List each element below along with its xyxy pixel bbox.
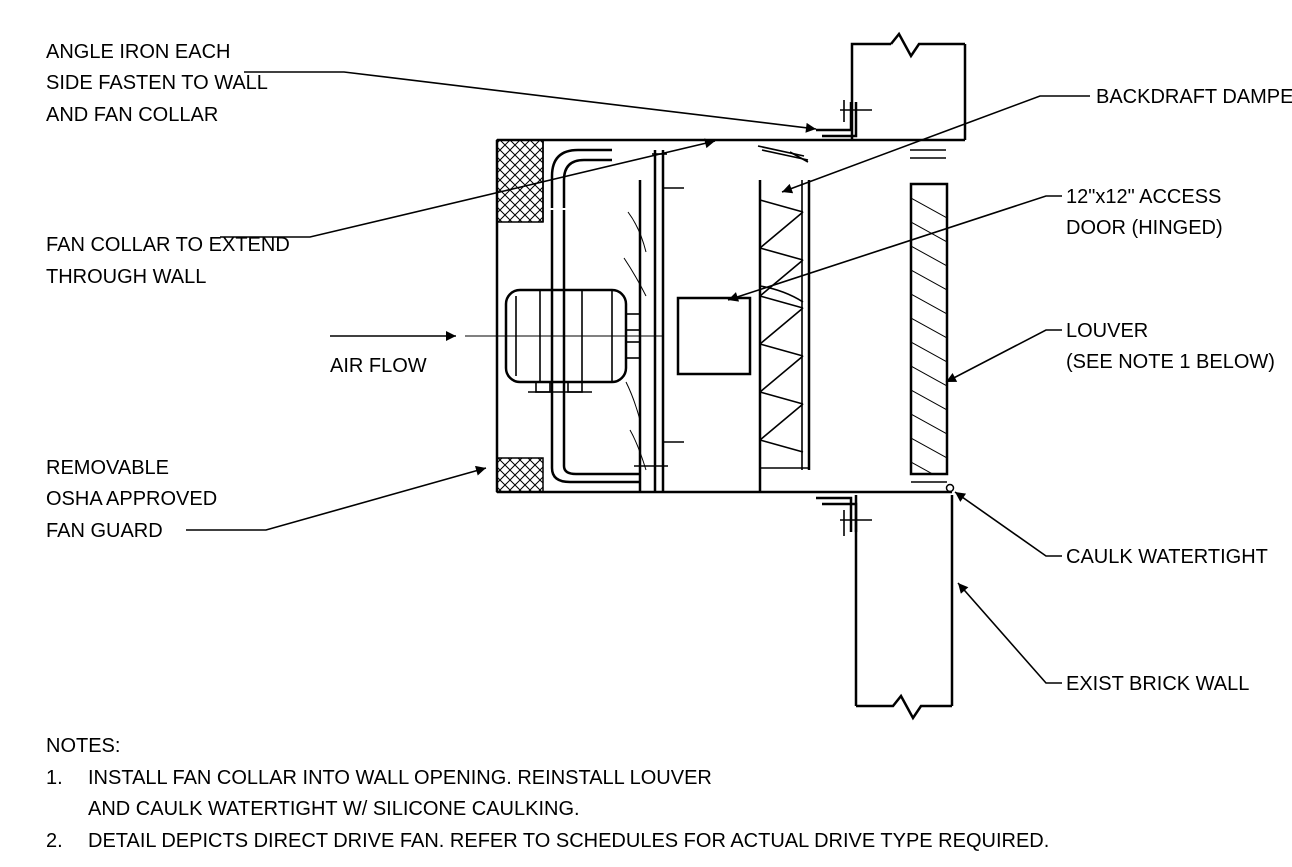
angle-iron-bottom bbox=[816, 496, 872, 536]
note-1-line-1: INSTALL FAN COLLAR INTO WALL OPENING. RE… bbox=[88, 767, 712, 789]
backdraft-damper bbox=[758, 180, 811, 492]
damper-flap bbox=[757, 145, 809, 163]
note-2-number: 2. bbox=[46, 830, 63, 852]
svg-text:FAN GUARD: FAN GUARD bbox=[46, 520, 163, 542]
access-door bbox=[676, 296, 752, 376]
fan-collar bbox=[495, 138, 965, 494]
label-caulk-watertight: CAULK WATERTIGHT bbox=[1066, 546, 1268, 568]
leader-lines bbox=[186, 71, 1090, 684]
label-fan-guard: REMOVABLE OSHA APPROVED FAN GUARD bbox=[46, 457, 217, 542]
label-exist-brick-wall: EXIST BRICK WALL bbox=[1066, 673, 1249, 695]
note-1-number: 1. bbox=[46, 767, 63, 789]
svg-text:THROUGH WALL: THROUGH WALL bbox=[46, 266, 206, 288]
svg-text:LOUVER: LOUVER bbox=[1066, 320, 1148, 342]
label-louver: LOUVER (SEE NOTE 1 BELOW) bbox=[1066, 320, 1275, 373]
svg-text:(SEE NOTE 1 BELOW): (SEE NOTE 1 BELOW) bbox=[1066, 351, 1275, 373]
svg-text:REMOVABLE: REMOVABLE bbox=[46, 457, 169, 479]
svg-text:FAN COLLAR TO EXTEND: FAN COLLAR TO EXTEND bbox=[46, 234, 290, 256]
notes-heading: NOTES: bbox=[46, 735, 120, 757]
svg-text:AND FAN COLLAR: AND FAN COLLAR bbox=[46, 104, 218, 126]
label-air-flow: AIR FLOW bbox=[330, 355, 427, 377]
notes: NOTES: 1. INSTALL FAN COLLAR INTO WALL O… bbox=[46, 735, 1049, 852]
svg-text:ANGLE IRON EACH: ANGLE IRON EACH bbox=[46, 41, 230, 63]
svg-text:DOOR (HINGED): DOOR (HINGED) bbox=[1066, 217, 1223, 239]
fan-blades bbox=[623, 211, 647, 471]
note-1-line-2: AND CAULK WATERTIGHT W/ SILICONE CAULKIN… bbox=[88, 798, 580, 820]
fan-guard bbox=[496, 139, 544, 493]
motor bbox=[465, 288, 664, 393]
label-access-door: 12"x12" ACCESS DOOR (HINGED) bbox=[1066, 186, 1223, 239]
note-2-line-1: DETAIL DEPICTS DIRECT DRIVE FAN. REFER T… bbox=[88, 830, 1049, 852]
svg-text:SIDE FASTEN TO WALL: SIDE FASTEN TO WALL bbox=[46, 72, 268, 94]
svg-text:12"x12" ACCESS: 12"x12" ACCESS bbox=[1066, 186, 1221, 208]
fan-plate bbox=[634, 150, 684, 492]
angle-iron-top bbox=[816, 100, 872, 138]
svg-text:OSHA APPROVED: OSHA APPROVED bbox=[46, 488, 217, 510]
label-backdraft-damper: BACKDRAFT DAMPER bbox=[1096, 86, 1292, 108]
louver bbox=[909, 149, 955, 493]
label-fan-collar: FAN COLLAR TO EXTEND THROUGH WALL bbox=[46, 234, 290, 288]
label-angle-iron: ANGLE IRON EACH SIDE FASTEN TO WALL AND … bbox=[46, 41, 268, 126]
